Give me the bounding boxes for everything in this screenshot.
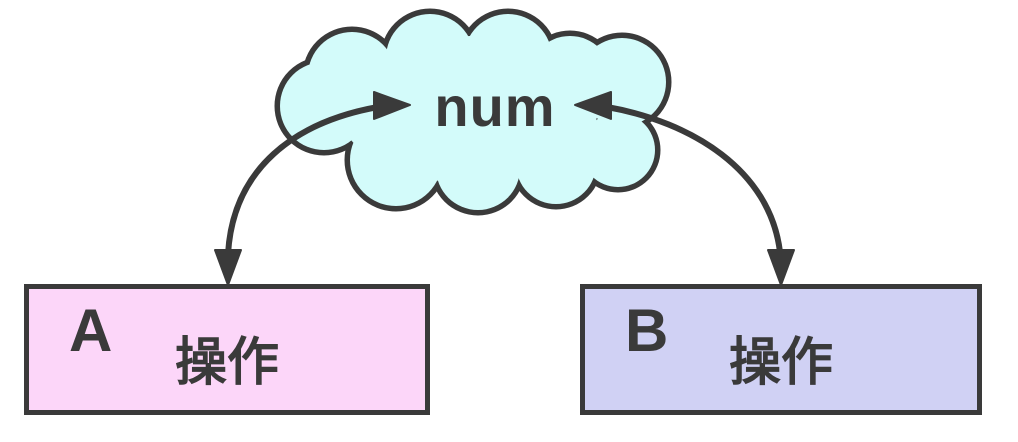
arrow-b-curve [604, 104, 783, 255]
box-a-label: 操作 [174, 334, 279, 392]
box-b: B 操作 [580, 284, 982, 415]
box-b-letter: B [625, 297, 669, 364]
arrowhead-into-num-left-icon [373, 91, 411, 120]
cloud-label: num [434, 74, 556, 138]
arrow-a-num [214, 91, 411, 286]
arrow-a-curve [225, 104, 381, 257]
box-a-letter: A [69, 297, 113, 364]
box-a: A 操作 [24, 284, 430, 415]
arrowhead-into-box-b-icon [767, 249, 795, 286]
box-b-label: 操作 [728, 334, 833, 392]
arrowhead-into-num-right-icon [574, 91, 612, 120]
arrow-b-num [574, 91, 795, 286]
arrowhead-into-box-a-icon [214, 249, 242, 286]
